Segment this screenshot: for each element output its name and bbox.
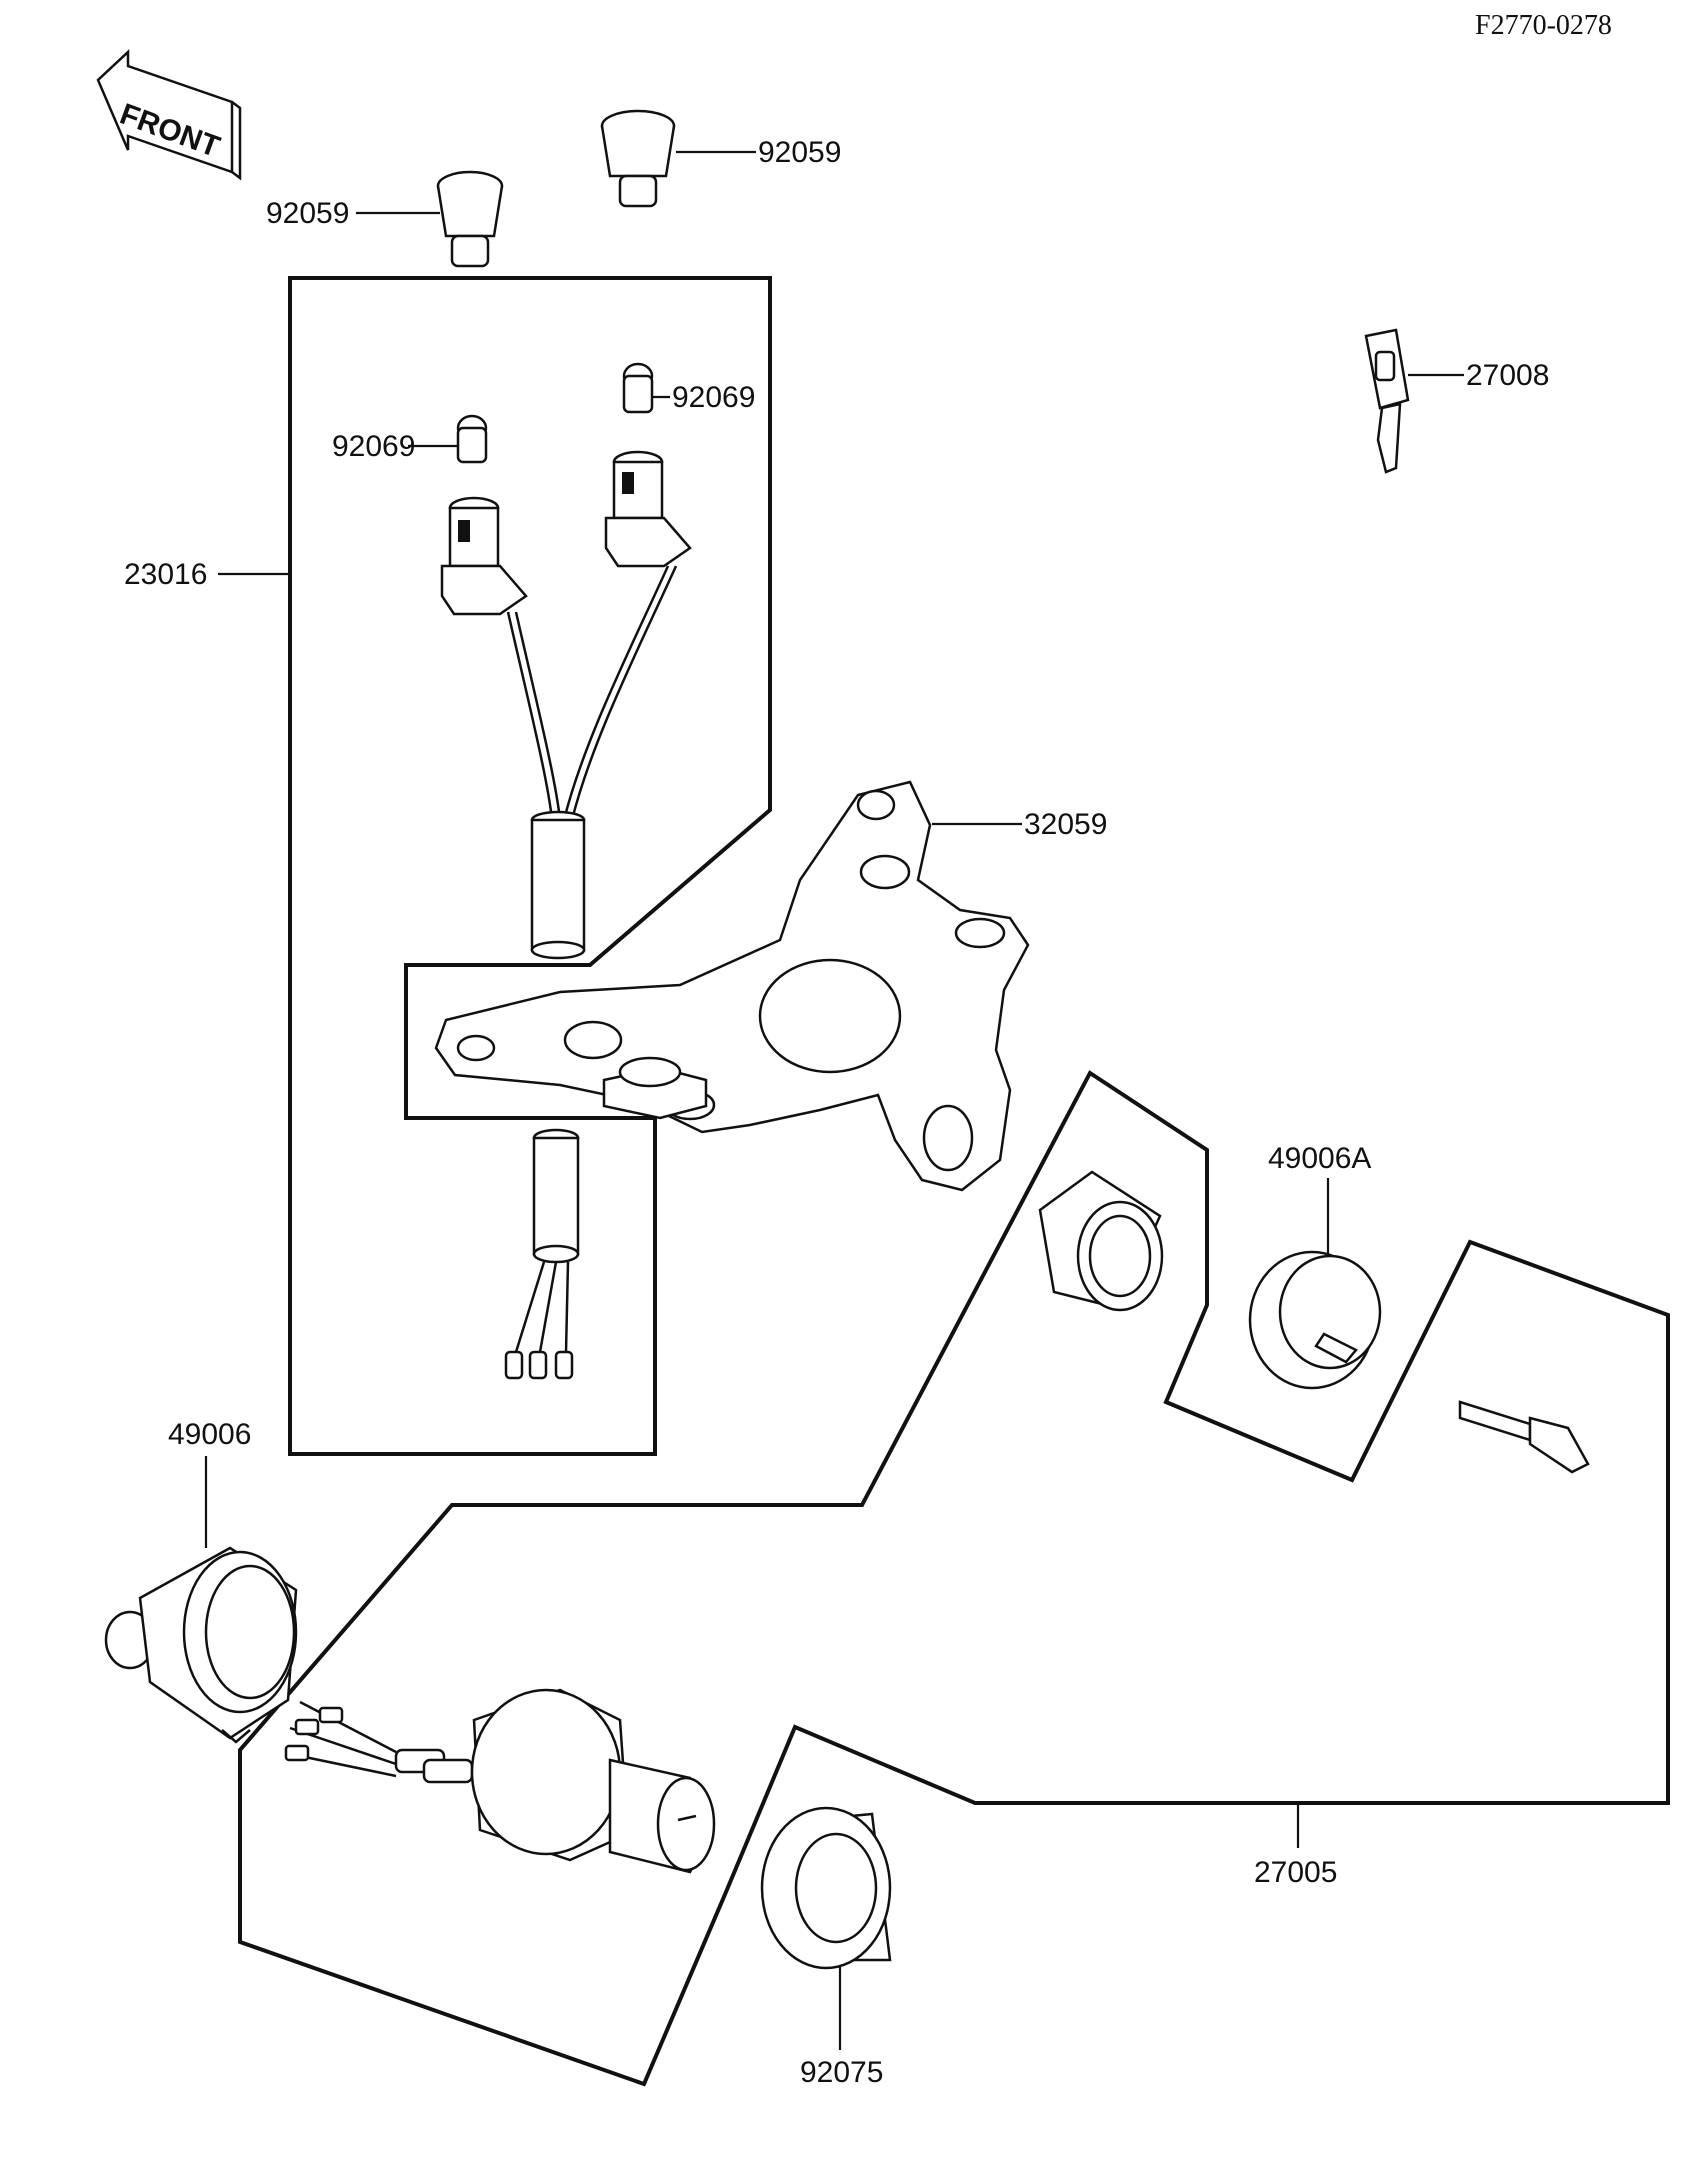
label-cover-set: 49006A [1268, 1142, 1371, 1175]
cover-set-part [1248, 1250, 1382, 1390]
wire-right [562, 565, 670, 821]
wire-left [506, 611, 554, 821]
lamp-socket-left [440, 496, 528, 616]
knurled-nut-part [1038, 1170, 1164, 1312]
ignition-switch-part [284, 1688, 716, 1874]
lamp-harness-box [288, 276, 772, 1456]
switch-set-box [238, 1070, 1670, 2087]
wire-sleeve-lower [504, 1128, 580, 1380]
diagram-code: F2770-0278 [1475, 10, 1612, 41]
label-bracket: 32059 [1024, 808, 1107, 841]
key-spare-icon [1364, 328, 1410, 474]
lamp-socket-right [604, 450, 692, 568]
front-arrow-icon: FRONT [96, 49, 242, 181]
label-cover: 49006 [168, 1418, 251, 1451]
cap-left-part [436, 170, 504, 268]
cap-right-part [600, 109, 676, 208]
ring-part [760, 1806, 892, 1970]
label-ring: 92075 [800, 2056, 883, 2089]
label-cap-left: 92059 [266, 197, 349, 230]
bulb-right-part [622, 362, 654, 414]
wire-sleeve-upper [530, 810, 586, 960]
label-bulb-right: 92069 [672, 381, 755, 414]
label-bulb-left: 92069 [332, 430, 415, 463]
bracket-part [434, 780, 1030, 1192]
key-icon [1458, 1400, 1590, 1474]
label-lamp-harness: 23016 [124, 558, 207, 591]
label-cap-right: 92059 [758, 136, 841, 169]
label-key-spare: 27008 [1466, 359, 1549, 392]
bulb-left-part [456, 414, 488, 464]
cover-part [104, 1546, 298, 1744]
label-switch-set: 27005 [1254, 1856, 1337, 1889]
